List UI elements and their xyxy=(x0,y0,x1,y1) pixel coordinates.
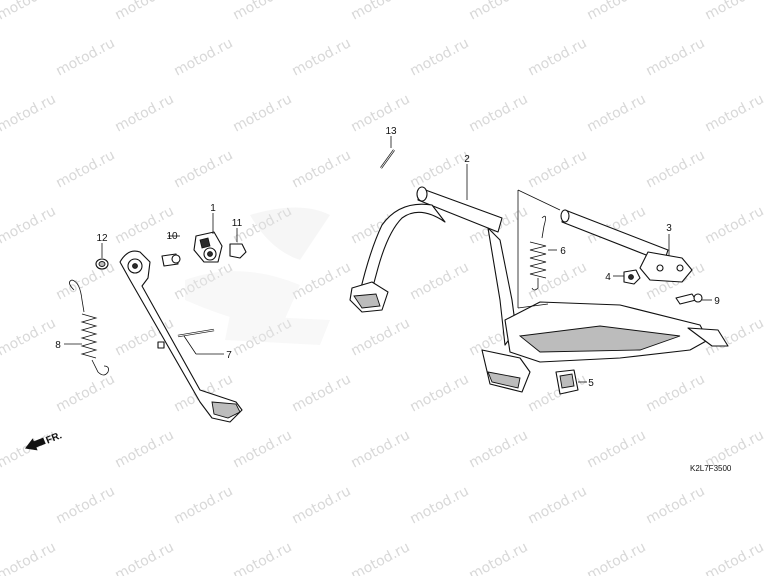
watermark-text: motod.ru xyxy=(643,147,707,191)
watermark-text: motod.ru xyxy=(702,91,766,135)
watermark-text: motod.ru xyxy=(407,35,471,79)
watermark-text: motod.ru xyxy=(348,539,412,576)
watermark-text: motod.ru xyxy=(525,259,589,303)
callout-13: 13 xyxy=(385,126,397,137)
spring-part-8 xyxy=(69,279,109,376)
watermark-text: motod.ru xyxy=(348,91,412,135)
bolt-part-9 xyxy=(675,293,703,305)
watermark-text: motod.ru xyxy=(466,539,530,576)
callout-3: 3 xyxy=(666,223,672,234)
watermark-text: motod.ru xyxy=(171,35,235,79)
callout-6: 6 xyxy=(560,246,566,257)
watermark-text: motod.ru xyxy=(584,427,648,471)
watermark-text: motod.ru xyxy=(525,35,589,79)
watermark-text: motod.ru xyxy=(584,0,648,24)
watermark-text: motod.ru xyxy=(643,35,707,79)
callout-1: 1 xyxy=(210,203,216,214)
callout-2: 2 xyxy=(464,154,470,165)
watermark-text: motod.ru xyxy=(289,483,353,527)
watermark-text: motod.ru xyxy=(0,91,59,135)
watermark-text: motod.ru xyxy=(0,315,59,359)
watermark-text: motod.ru xyxy=(53,483,117,527)
watermark-text: motod.ru xyxy=(525,483,589,527)
watermark-text: motod.ru xyxy=(407,371,471,415)
watermark-text: motod.ru xyxy=(348,315,412,359)
watermark-text: motod.ru xyxy=(525,147,589,191)
leader-lines xyxy=(64,136,712,383)
stopper-part-5 xyxy=(555,369,579,395)
watermark-text: motod.ru xyxy=(53,35,117,79)
watermark-text: motod.ru xyxy=(171,147,235,191)
callout-labels: 1 2 3 4 5 6 7 8 9 10 11 12 13 xyxy=(55,126,720,389)
callout-9: 9 xyxy=(714,296,720,307)
shaft-part-3 xyxy=(560,209,693,283)
callout-10: 10 xyxy=(166,231,178,242)
background-logo xyxy=(185,207,330,345)
watermark-text: motod.ru xyxy=(289,35,353,79)
callout-12: 12 xyxy=(96,233,108,244)
watermark-text: motod.ru xyxy=(643,483,707,527)
watermark-text: motod.ru xyxy=(407,259,471,303)
pin-part-13 xyxy=(380,149,395,169)
watermark-text: motod.ru xyxy=(230,91,294,135)
watermark-text: motod.ru xyxy=(289,147,353,191)
bolt-part-10 xyxy=(161,253,181,267)
watermark-text: motod.ru xyxy=(466,427,530,471)
diagram-code: K2L7F3500 xyxy=(690,464,732,473)
watermark-text: motod.ru xyxy=(230,427,294,471)
front-arrow-icon xyxy=(25,437,46,451)
watermark-text: motod.ru xyxy=(702,0,766,24)
watermark-text: motod.ru xyxy=(0,203,59,247)
watermark-text: motod.ru xyxy=(0,539,59,576)
callout-5: 5 xyxy=(588,378,594,389)
watermark-text: motod.ru xyxy=(112,0,176,24)
watermark-text: motod.ru xyxy=(348,427,412,471)
watermark-text: motod.ru xyxy=(643,371,707,415)
side-stand-part-7 xyxy=(119,250,243,423)
watermark-text: motod.ru xyxy=(53,147,117,191)
watermark-text: motod.ru xyxy=(702,203,766,247)
watermark-text: motod.ru xyxy=(348,0,412,24)
watermark-text: motod.ru xyxy=(407,483,471,527)
switch-part-1 xyxy=(193,231,223,263)
main-stand-part-2 xyxy=(349,186,729,393)
watermark-text: motod.ru xyxy=(230,539,294,576)
callout-11: 11 xyxy=(232,218,243,229)
watermark-text: motod.ru xyxy=(230,0,294,24)
nut-part-4 xyxy=(623,269,641,285)
watermark-text: motod.ru xyxy=(407,147,471,191)
watermark-text: motod.ru xyxy=(466,91,530,135)
watermark-text: motod.ru xyxy=(112,91,176,135)
watermark-text: motod.ru xyxy=(466,0,530,24)
watermark-text: motod.ru xyxy=(702,539,766,576)
callout-8: 8 xyxy=(55,340,61,351)
nut-part-11 xyxy=(229,243,247,259)
callout-4: 4 xyxy=(605,272,611,283)
collar-part-12 xyxy=(95,258,109,270)
callout-7: 7 xyxy=(226,350,232,361)
watermark-text: motod.ru xyxy=(171,483,235,527)
watermark-text: motod.ru xyxy=(0,0,59,24)
watermark-text: motod.ru xyxy=(112,539,176,576)
spring-part-6 xyxy=(529,215,547,291)
watermark-text: motod.ru xyxy=(53,371,117,415)
watermark-text: motod.ru xyxy=(584,91,648,135)
watermark-text: motod.ru xyxy=(112,427,176,471)
watermark-text: motod.ru xyxy=(289,259,353,303)
watermark-text: motod.ru xyxy=(584,539,648,576)
watermark-text: motod.ru xyxy=(289,371,353,415)
